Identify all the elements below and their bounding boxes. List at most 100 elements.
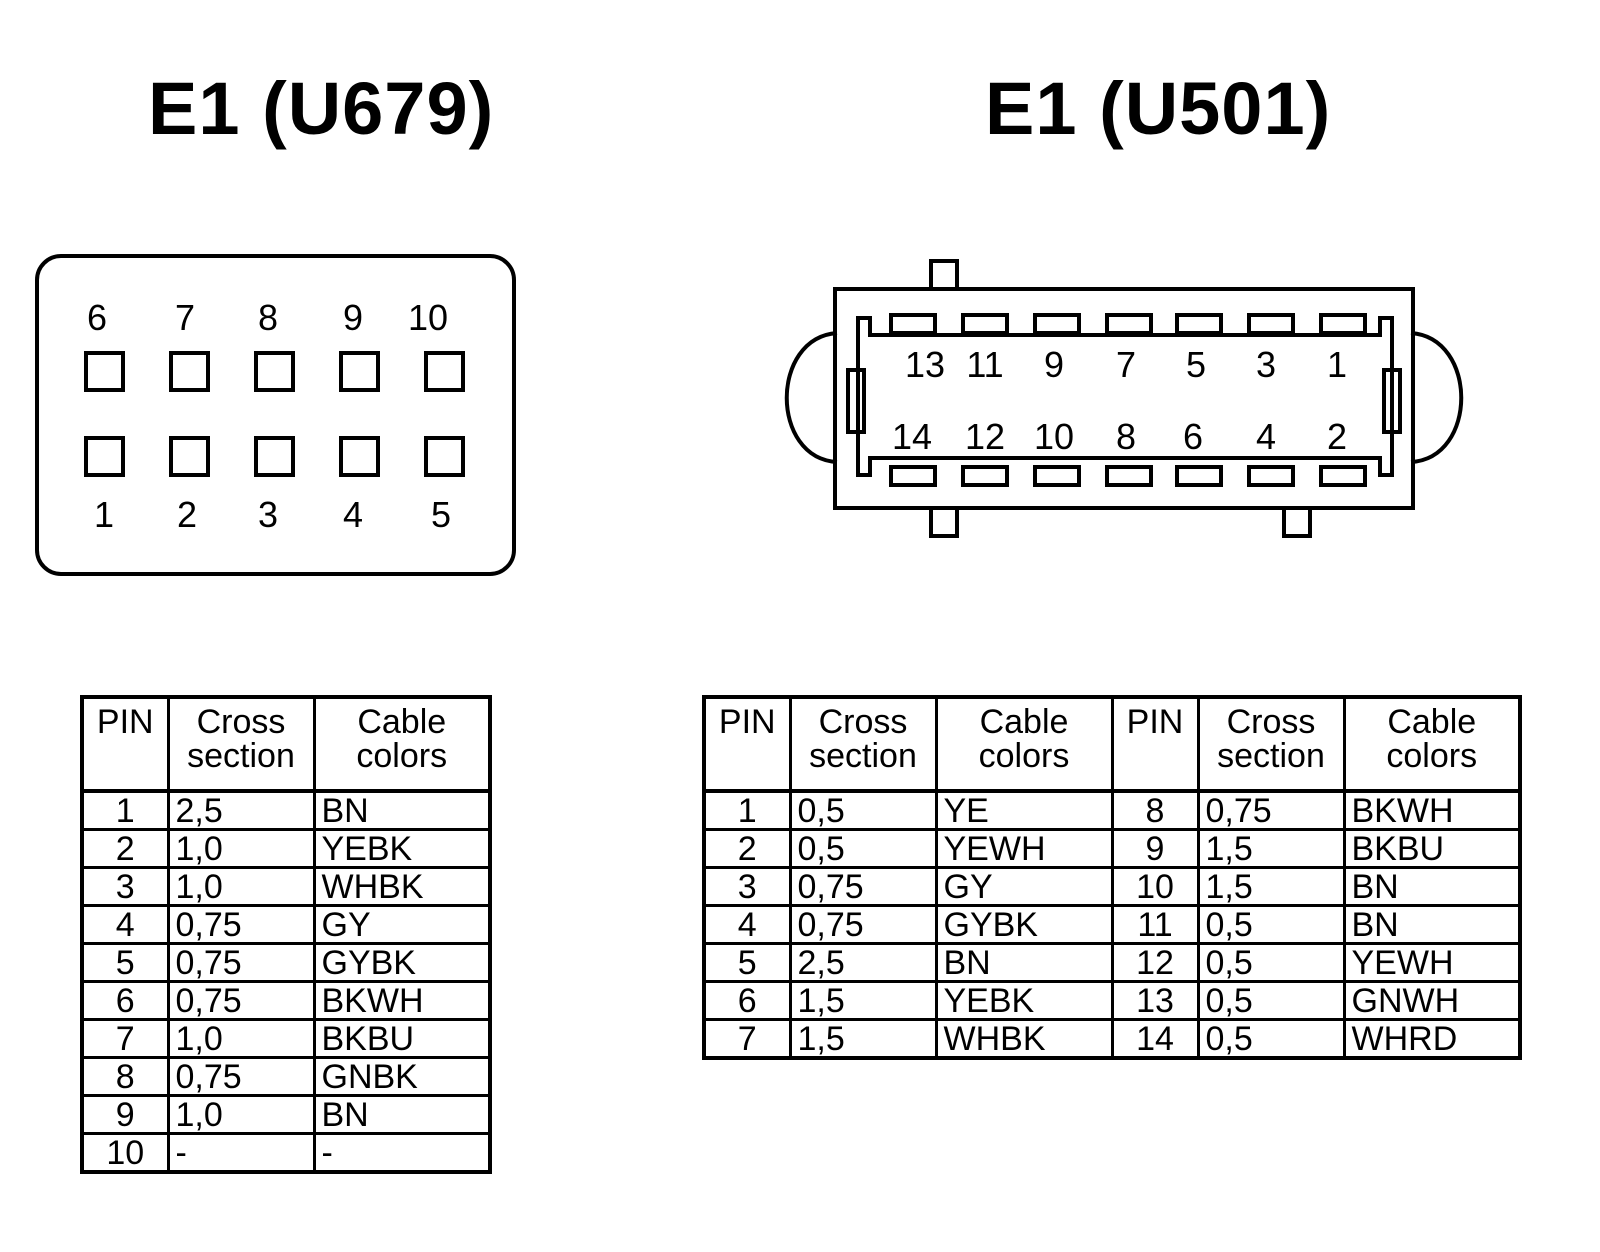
- pin-number-cell: 1: [702, 789, 792, 831]
- terminal: [1175, 465, 1223, 487]
- connector-u501-bottom-pin-numbers: 14 12 10 8 6 4 2: [892, 416, 1347, 457]
- terminal: [169, 351, 210, 392]
- table-header-row: PIN Cross section Cable colors PIN Cross…: [702, 695, 1522, 793]
- cable-color-cell: YEWH: [1342, 942, 1522, 983]
- cable-colors-column-header: Cable colors: [934, 695, 1114, 793]
- pin-number-label: 7: [1116, 344, 1136, 385]
- cable-color-cell: BKBU: [1342, 828, 1522, 869]
- pin-number-label: 2: [177, 494, 197, 535]
- cable-color-cell: YE: [934, 789, 1114, 831]
- terminal: [84, 351, 125, 392]
- pin-number-cell: 5: [702, 942, 792, 983]
- cable-color-cell: WHBK: [312, 866, 492, 907]
- terminal: [1319, 313, 1367, 335]
- pin-number-label: 14: [892, 416, 932, 457]
- cross-section-cell: 1,0: [166, 1094, 316, 1135]
- connector-u501-face: [784, 259, 1464, 538]
- cross-section-cell: 0,5: [788, 828, 938, 869]
- pin-number-cell: 4: [80, 904, 170, 945]
- cross-section-cell: 0,75: [788, 904, 938, 945]
- cable-color-cell: WHBK: [934, 1018, 1114, 1060]
- terminal: [1105, 465, 1153, 487]
- pin-number-cell: 13: [1110, 980, 1200, 1021]
- terminal: [169, 436, 210, 477]
- connector-u679-bottom-row-terminals: [84, 436, 465, 477]
- cross-section-cell: 1,0: [166, 866, 316, 907]
- pin-number-cell: 6: [702, 980, 792, 1021]
- terminal: [961, 313, 1009, 335]
- pin-number-label: 10: [408, 297, 448, 338]
- pin-number-cell: 9: [80, 1094, 170, 1135]
- connector-u501-inner-frame: [856, 316, 1394, 477]
- pin-column-header: PIN: [80, 695, 170, 793]
- terminal: [1033, 465, 1081, 487]
- pin-number-label: 8: [1116, 416, 1136, 457]
- terminal: [254, 436, 295, 477]
- terminal: [961, 465, 1009, 487]
- cable-color-cell: GNBK: [312, 1056, 492, 1097]
- pin-column-header: PIN: [1110, 695, 1200, 793]
- cross-section-column-header: Cross section: [788, 695, 938, 793]
- connector-u679-title: E1 (U679): [148, 67, 495, 150]
- terminal: [889, 465, 937, 487]
- pin-number-cell: 3: [702, 866, 792, 907]
- terminal: [1319, 465, 1367, 487]
- connector-u679-top-row-terminals: [84, 351, 465, 392]
- terminal: [424, 351, 465, 392]
- cross-section-cell: 2,5: [788, 942, 938, 983]
- cable-color-cell: YEWH: [934, 828, 1114, 869]
- cable-color-cell: GY: [312, 904, 492, 945]
- table-header-row: PIN Cross section Cable colors: [80, 695, 492, 793]
- cable-color-cell: YEBK: [934, 980, 1114, 1021]
- pin-number-cell: 14: [1110, 1018, 1200, 1060]
- cross-section-cell: 0,75: [166, 1056, 316, 1097]
- pin-number-cell: 10: [1110, 866, 1200, 907]
- connector-u501-left-key: [846, 368, 866, 434]
- cable-color-cell: -: [312, 1132, 492, 1174]
- cross-section-cell: 0,75: [166, 904, 316, 945]
- pin-number-cell: 6: [80, 980, 170, 1021]
- cable-color-cell: BKWH: [312, 980, 492, 1021]
- pin-number-label: 10: [1034, 416, 1074, 457]
- cross-section-cell: 1,5: [788, 980, 938, 1021]
- connector-u501-top-row-terminals: [889, 313, 1367, 335]
- connector-u501-latch-top: [929, 259, 959, 291]
- pin-number-cell: 10: [80, 1132, 170, 1174]
- cross-section-column-header: Cross section: [166, 695, 316, 793]
- cross-section-cell: 1,5: [1196, 828, 1346, 869]
- connector-u679-top-pin-numbers: 6 7 8 9 10: [87, 297, 448, 338]
- cable-color-cell: BN: [1342, 866, 1522, 907]
- connector-u679-housing: [35, 254, 516, 576]
- cable-color-cell: BN: [934, 942, 1114, 983]
- pin-number-label: 6: [1183, 416, 1203, 457]
- cable-color-cell: BKBU: [312, 1018, 492, 1059]
- pin-column-header: PIN: [702, 695, 792, 793]
- terminal: [1247, 465, 1295, 487]
- pin-number-label: 1: [94, 494, 114, 535]
- cross-section-cell: 1,0: [166, 828, 316, 869]
- pin-number-label: 9: [1044, 344, 1064, 385]
- cross-section-cell: 0,5: [1196, 1018, 1346, 1060]
- connector-u501-right-key: [1382, 368, 1402, 434]
- cross-section-cell: 1,0: [166, 1018, 316, 1059]
- cable-color-cell: GY: [934, 866, 1114, 907]
- pin-number-label: 8: [258, 297, 278, 338]
- connector-diagrams: 6 7 8 9 10 1 2 3 4 5: [35, 254, 1464, 576]
- pin-number-cell: 3: [80, 866, 170, 907]
- pin-number-cell: 4: [702, 904, 792, 945]
- pin-number-label: 7: [175, 297, 195, 338]
- cross-section-cell: 0,5: [1196, 942, 1346, 983]
- terminal: [1247, 313, 1295, 335]
- terminal: [254, 351, 295, 392]
